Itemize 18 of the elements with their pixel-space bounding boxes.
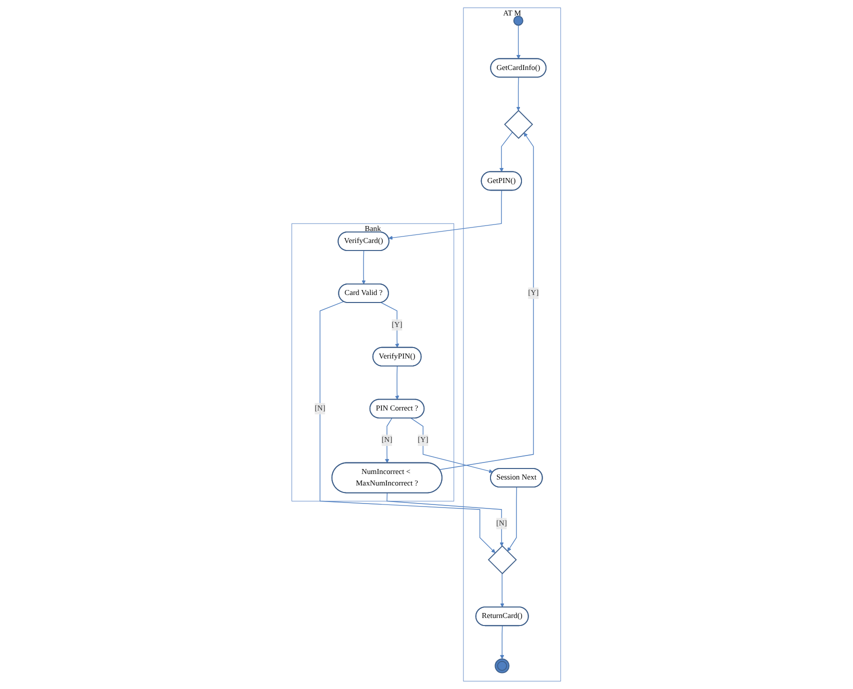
arrow [388, 190, 502, 240]
arrow [500, 132, 513, 172]
arrow [440, 132, 534, 470]
arrow [410, 418, 494, 474]
arrow [320, 301, 496, 554]
node-circle [514, 16, 524, 26]
arrow [508, 486, 518, 552]
arrow [385, 418, 393, 464]
arrow [500, 573, 505, 608]
node-diamond [504, 110, 534, 139]
arrow [516, 24, 521, 60]
arrow [362, 250, 366, 284]
arrow [386, 492, 504, 546]
arrow [381, 302, 400, 348]
arrow [500, 626, 504, 660]
arrow [395, 366, 400, 400]
arrow [516, 77, 521, 111]
node-diamond [488, 545, 518, 574]
